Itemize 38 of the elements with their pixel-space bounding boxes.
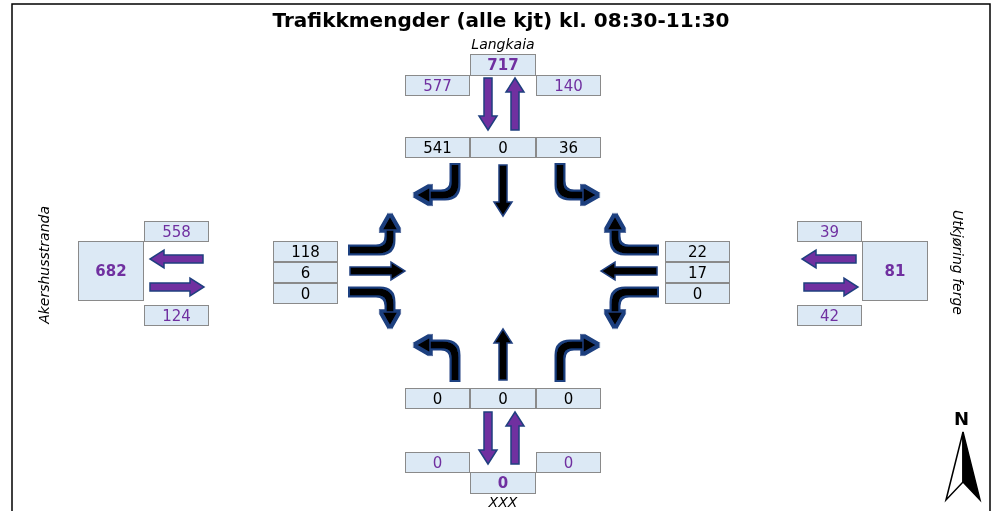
- direction-count-box: 42: [797, 305, 862, 326]
- total-count-box: 682: [78, 241, 144, 301]
- arrow: [148, 248, 204, 270]
- north-label: N: [954, 408, 970, 429]
- direction-count-box: 39: [797, 221, 862, 242]
- total-count-box: 0: [470, 472, 536, 494]
- turn-count-box: 541: [405, 137, 470, 158]
- arrow: [800, 248, 857, 270]
- arrow: [504, 410, 526, 465]
- direction-count-box: 0: [536, 452, 601, 473]
- road-name: Langkaia: [470, 36, 536, 52]
- turn-count-box: 0: [536, 388, 601, 409]
- arrow: [149, 276, 206, 298]
- arrow: [477, 411, 499, 466]
- arrow: [504, 76, 526, 131]
- turn-count-box: 0: [470, 137, 536, 158]
- turn-count-box: 0: [273, 283, 338, 304]
- turn-count-box: 36: [536, 137, 601, 158]
- direction-count-box: 558: [144, 221, 209, 242]
- arrow: [477, 77, 499, 132]
- turn-count-box: 22: [665, 241, 730, 262]
- direction-count-box: 124: [144, 305, 209, 326]
- road-name: Akershusstranda: [36, 206, 52, 324]
- total-count-box: 81: [862, 241, 928, 301]
- turn-count-box: 17: [665, 262, 730, 283]
- turn-count-box: 0: [470, 388, 536, 409]
- road-name: XXX: [487, 494, 519, 510]
- road-name: Utkjøring ferge: [950, 210, 966, 315]
- direction-count-box: 0: [405, 452, 470, 473]
- turn-count-box: 118: [273, 241, 338, 262]
- title: Trafikkmengder (alle kjt) kl. 08:30-11:30: [271, 8, 731, 32]
- turn-count-box: 0: [405, 388, 470, 409]
- turn-count-box: 0: [665, 283, 730, 304]
- total-count-box: 717: [470, 54, 536, 76]
- direction-count-box: 140: [536, 75, 601, 96]
- direction-count-box: 577: [405, 75, 470, 96]
- turn-count-box: 6: [273, 262, 338, 283]
- arrow: [803, 276, 860, 298]
